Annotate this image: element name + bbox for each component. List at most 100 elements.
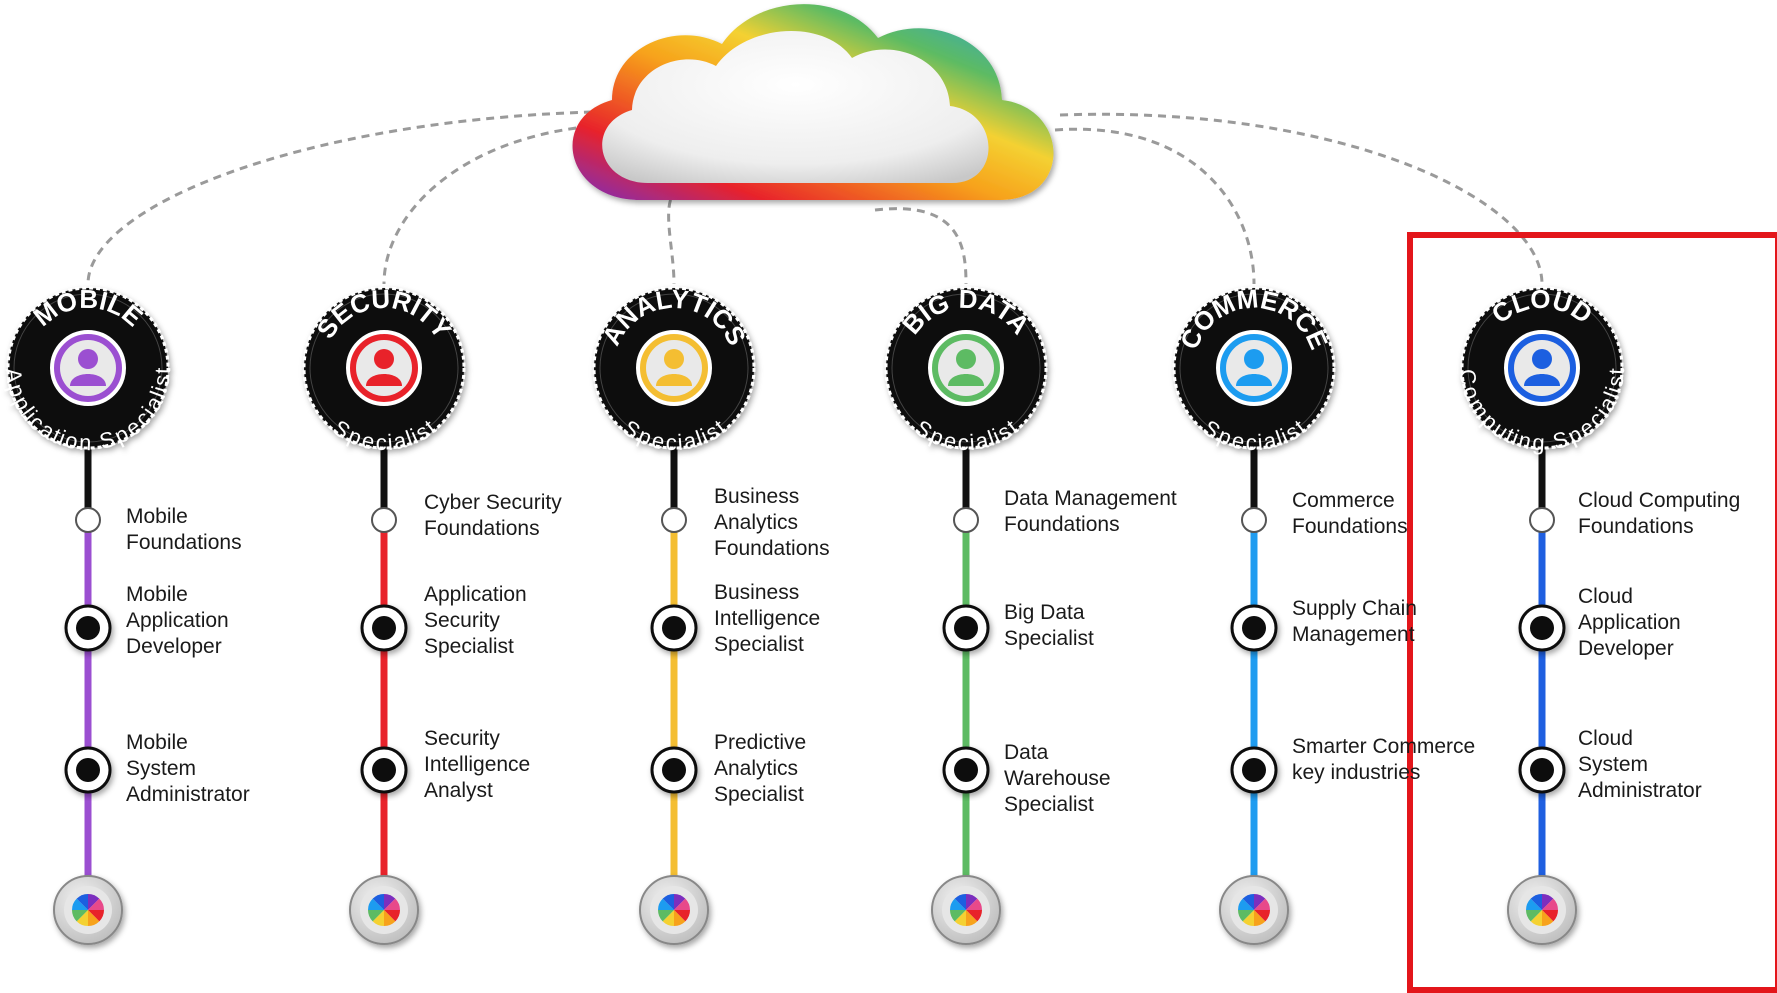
label-line: Cyber Security [424,491,562,514]
connector-commerce [1054,127,1256,285]
color-wheel-icon [1507,875,1577,945]
label-line: Analytics [714,757,799,780]
step-node-filled [360,604,408,652]
label-line: Management [1292,623,1415,646]
label-line: System [126,757,197,780]
commerce-step-3-label: Smarter Commerce key industries [1292,734,1475,786]
step-node-open [1241,507,1267,533]
label-line: Security [424,727,500,750]
step-node-open [1529,507,1555,533]
label-line: Foundations [1292,515,1408,538]
step-node-open [371,507,397,533]
label-line: Big Data [1004,601,1085,624]
label-line: Data Management [1004,487,1177,510]
person-icon [50,330,126,406]
color-wheel-icon [931,875,1001,945]
connector-cloud [1059,112,1544,285]
label-line: Specialist [714,633,804,656]
step-node-filled [1230,746,1278,794]
label-line: Cloud Computing [1578,489,1741,512]
label-line: Developer [1578,637,1674,660]
label-line: Warehouse [1004,767,1111,790]
person-icon [346,330,422,406]
label-line: Foundations [424,517,540,540]
label-line: Foundations [1578,515,1694,538]
label-line: Developer [126,635,222,658]
label-line: Specialist [714,783,804,806]
step-node-filled [942,746,990,794]
label-line: Mobile [126,505,188,528]
label-line: Foundations [714,537,830,560]
step-node-filled [942,604,990,652]
label-line: Cloud [1578,585,1633,608]
label-line: Business [714,485,800,508]
color-wheel-icon [53,875,123,945]
person-icon [1216,330,1292,406]
person-icon [636,330,712,406]
label-line: Foundations [1004,513,1120,536]
label-line: Specialist [1004,627,1094,650]
label-line: Administrator [1578,779,1702,802]
person-icon [1504,330,1580,406]
label-line: Cloud [1578,727,1633,750]
step-node-open [953,507,979,533]
label-line: Intelligence [714,607,821,630]
label-line: Security [424,609,500,632]
step-node-filled [1230,604,1278,652]
step-node-filled [64,746,112,794]
label-line: key industries [1292,761,1421,784]
label-line: Foundations [126,531,242,554]
step-node-open [75,507,101,533]
label-line: Application [126,609,229,632]
person-icon [928,330,1004,406]
step-node-filled [650,604,698,652]
label-line: Specialist [424,635,514,658]
label-line: Specialist [1004,793,1094,816]
label-line: Mobile [126,583,188,606]
connector-big-data [874,207,968,285]
rainbow-cloud-icon [572,4,1054,200]
label-line: Business [714,581,800,604]
step-node-filled [650,746,698,794]
label-line: Data [1004,741,1049,764]
step-node-filled [64,604,112,652]
step-node-filled [1518,746,1566,794]
label-line: Commerce [1292,489,1395,512]
label-line: Predictive [714,731,807,754]
label-line: Smarter Commerce [1292,735,1476,758]
step-node-filled [360,746,408,794]
connector-security [382,122,661,285]
color-wheel-icon [1219,875,1289,945]
color-wheel-icon [349,875,419,945]
highlight-box [1407,232,1777,993]
color-wheel-icon [639,875,709,945]
step-node-open [661,507,687,533]
